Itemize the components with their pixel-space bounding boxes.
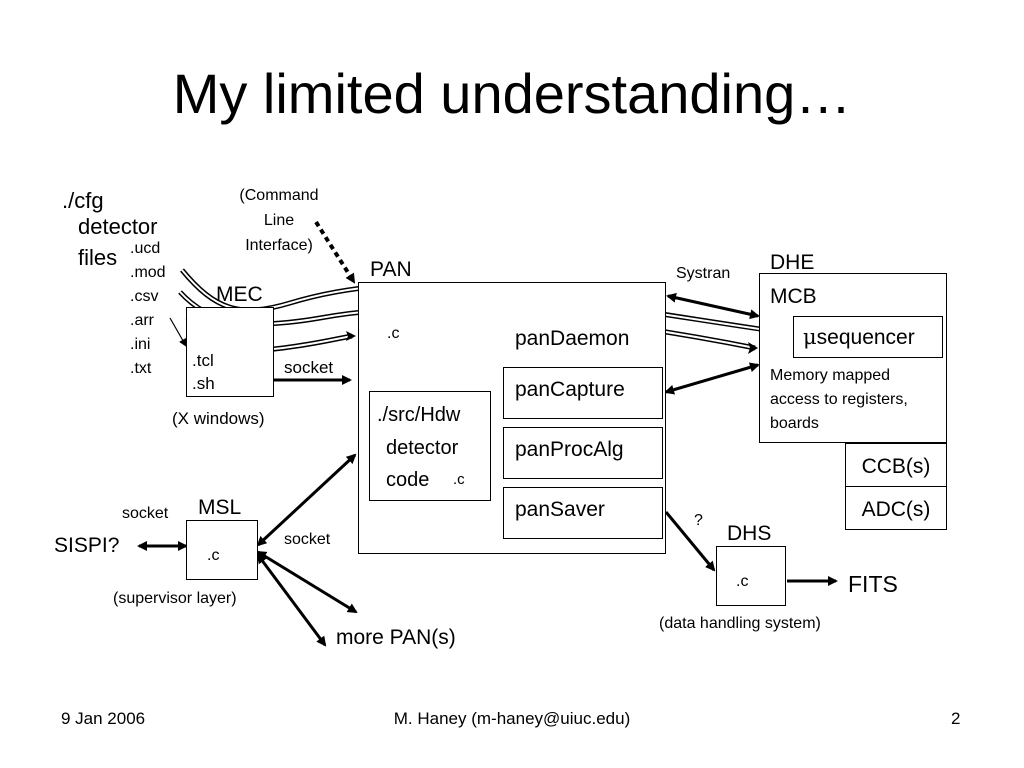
- dhs-c-label: .c: [736, 573, 749, 590]
- ccb-label: CCB(s): [861, 455, 931, 478]
- mec-file-sh: .sh: [192, 374, 215, 393]
- saver-dhs-arrow: [664, 511, 716, 572]
- cfg-ext-csv: .csv: [130, 288, 159, 305]
- memory-line2: access to registers,: [770, 391, 908, 408]
- cfg-ext-ini: .ini: [130, 336, 151, 353]
- sispi-label: SISPI?: [54, 534, 120, 557]
- msl-caption: (supervisor layer): [113, 590, 237, 607]
- dhs-question: ?: [694, 512, 703, 529]
- pan-label: PAN: [370, 258, 412, 281]
- cli-line3: Interface): [245, 237, 313, 254]
- msl-socket-left: socket: [122, 505, 169, 522]
- dhs-label: DHS: [727, 522, 772, 545]
- sequencer-label: μsequencer: [803, 325, 915, 349]
- cfg-label-detector: detector: [78, 214, 158, 239]
- capture-dhe-arrow: [664, 362, 760, 395]
- mec-socket-label: socket: [284, 358, 334, 377]
- hdw-detector: detector: [386, 437, 459, 459]
- cfg-ext-ucd: .ucd: [130, 240, 161, 257]
- pan-c-label: .c: [387, 325, 400, 342]
- footer-author: M. Haney (m-haney@uiuc.edu): [393, 709, 631, 728]
- adc-label: ADC(s): [861, 498, 931, 521]
- cfg-label-files: files: [78, 245, 118, 270]
- cli-to-pan-arrow: [314, 220, 356, 284]
- msl-label: MSL: [198, 496, 242, 519]
- pan-daemon-label: panDaemon: [515, 327, 630, 350]
- memory-line1: Memory mapped: [770, 367, 891, 384]
- sequencer-text: sequencer: [816, 326, 915, 349]
- pan-capture-box: [503, 367, 663, 419]
- mcb-label: MCB: [770, 285, 817, 308]
- mec-file-tcl: .tcl: [192, 351, 214, 370]
- cli-line2: Line: [263, 212, 295, 229]
- hdw-path: ./src/Hdw: [377, 404, 461, 426]
- cfg-path: ./cfg: [62, 188, 104, 213]
- mec-caption: (X windows): [172, 409, 265, 428]
- pan-capture-label: panCapture: [515, 378, 625, 401]
- pan-saver-box: [503, 487, 663, 539]
- mec-box: [186, 307, 274, 397]
- fits-label: FITS: [848, 571, 898, 597]
- sequencer-box: [793, 316, 943, 358]
- footer-date: 9 Jan 2006: [61, 709, 146, 728]
- cfg-ext-mod: .mod: [130, 264, 166, 281]
- hdw-code: code: [386, 469, 430, 491]
- msl-morepan-arrow-1: [256, 550, 358, 614]
- systran-label: Systran: [676, 265, 731, 282]
- dhs-box: [716, 546, 786, 606]
- dhe-label: DHE: [770, 251, 815, 274]
- cfg-ext-txt: .txt: [130, 360, 152, 377]
- systran-arrow: [666, 292, 760, 320]
- more-pan-label: more PAN(s): [336, 626, 456, 649]
- memory-line3: boards: [770, 415, 819, 432]
- adc-box: [845, 486, 947, 530]
- msl-c-label: .c: [207, 547, 220, 564]
- arr-to-mec-arrow: [169, 317, 187, 347]
- msl-box: [186, 520, 258, 580]
- mcb-box: [759, 273, 947, 443]
- mec-label: MEC: [216, 283, 263, 306]
- pan-procalg-label: panProcAlg: [515, 438, 624, 461]
- slide-title: My limited understanding…: [172, 62, 852, 125]
- dhs-caption: (data handling system): [659, 615, 821, 632]
- hdw-box: [369, 391, 491, 501]
- hdw-c-label: .c: [453, 471, 465, 488]
- msl-morepan-arrow-2: [256, 553, 327, 647]
- pan-saver-label: panSaver: [515, 498, 605, 521]
- pan-procalg-box: [503, 427, 663, 479]
- footer-page-number: 2: [951, 709, 961, 728]
- cli-line1: (Command: [239, 187, 319, 204]
- cfg-ext-arr: .arr: [130, 312, 154, 329]
- mu-symbol: μ: [803, 325, 817, 349]
- msl-socket-right: socket: [284, 531, 331, 548]
- msl-pan-arrow: [256, 453, 357, 547]
